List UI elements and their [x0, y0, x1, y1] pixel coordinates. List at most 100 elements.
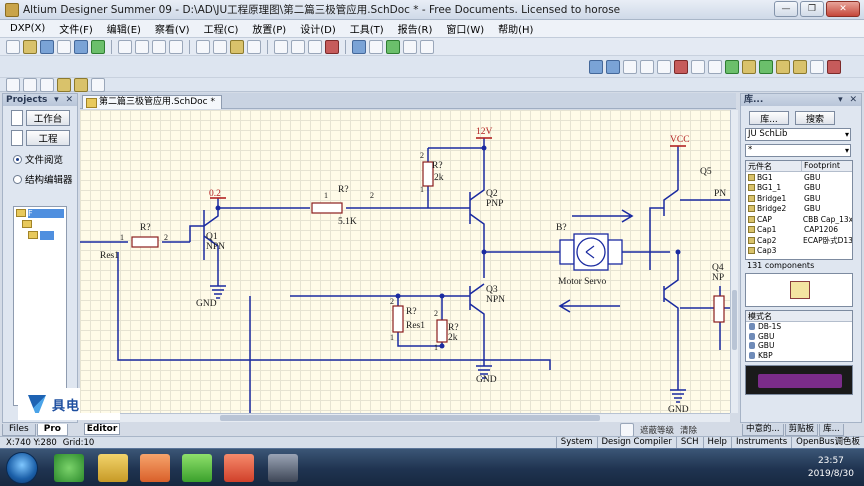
projects-tab[interactable]: Pro	[36, 424, 68, 436]
menu-view[interactable]: 察看(V)	[154, 25, 190, 36]
workspace-button[interactable]: 工作台	[26, 110, 70, 126]
list-item[interactable]: GBU	[746, 341, 852, 351]
favorites-tab[interactable]: 中意的...	[742, 424, 784, 436]
menu-place[interactable]: 放置(P)	[252, 25, 287, 36]
maximize-button[interactable]: ❐	[800, 1, 824, 17]
file-view-option[interactable]: 文件阅览	[13, 152, 77, 166]
no-erc-icon[interactable]	[827, 59, 841, 74]
start-button[interactable]	[6, 452, 38, 484]
digital-devices-icon[interactable]	[57, 77, 71, 92]
zoom-area-icon[interactable]	[135, 39, 149, 54]
cut-icon[interactable]	[196, 39, 210, 54]
port-icon[interactable]	[810, 59, 824, 74]
zoom-selection-icon[interactable]	[152, 39, 166, 54]
editor-tab[interactable]: Editor	[84, 423, 120, 435]
close-button[interactable]: ✕	[826, 1, 860, 17]
list-item[interactable]: KBP	[746, 351, 852, 361]
print-preview-icon[interactable]	[74, 39, 88, 54]
file-view-radio[interactable]	[13, 154, 22, 164]
select-area-icon[interactable]	[274, 39, 288, 54]
grids-icon[interactable]	[91, 77, 105, 92]
zoom-fit-icon[interactable]	[118, 39, 132, 54]
library-select[interactable]: JU SchLib	[745, 128, 851, 141]
project-dropdown[interactable]	[11, 130, 23, 146]
browse-library-icon[interactable]	[420, 39, 434, 54]
col-footprint[interactable]: Footprint	[804, 161, 841, 170]
altium-taskbar-icon[interactable]	[268, 454, 298, 482]
gnd-port-icon[interactable]	[691, 59, 705, 74]
files-tab[interactable]: Files	[2, 424, 36, 436]
list-item[interactable]: DB-1S	[746, 322, 852, 332]
vertical-scroll-thumb[interactable]	[732, 290, 737, 350]
sheet-symbol-icon[interactable]	[725, 59, 739, 74]
bus-entry-icon[interactable]	[640, 59, 654, 74]
sheet-entry-icon[interactable]	[742, 59, 756, 74]
menu-help[interactable]: 帮助(H)	[498, 25, 534, 36]
place-part-icon[interactable]	[708, 59, 722, 74]
mask-brush-icon[interactable]	[620, 423, 634, 437]
move-icon[interactable]	[291, 39, 305, 54]
clear-button[interactable]: 清除	[680, 426, 698, 436]
instruments-button[interactable]: Instruments	[730, 437, 791, 448]
mask-level-button[interactable]: 遮蔽等级	[640, 426, 675, 436]
minimize-button[interactable]: —	[774, 1, 798, 17]
paste-icon[interactable]	[230, 39, 244, 54]
bus-icon[interactable]	[606, 59, 620, 74]
drawing-tools-icon[interactable]	[6, 77, 20, 92]
project-button[interactable]: 工程	[26, 130, 70, 146]
system-button[interactable]: System	[555, 437, 597, 448]
browser-taskbar-icon[interactable]	[54, 454, 84, 482]
vertical-scrollbar[interactable]	[730, 110, 738, 413]
redo-icon[interactable]	[369, 39, 383, 54]
power-sources-icon[interactable]	[40, 77, 54, 92]
cross-probe-icon[interactable]	[403, 39, 417, 54]
signal-harness-icon[interactable]	[623, 59, 637, 74]
hierarchy-icon[interactable]	[386, 39, 400, 54]
net-label-icon[interactable]	[657, 59, 671, 74]
rubber-stamp-icon[interactable]	[247, 39, 261, 54]
camtasia-green-taskbar-icon[interactable]	[182, 454, 212, 482]
undo-icon[interactable]	[352, 39, 366, 54]
new-document-icon[interactable]	[6, 39, 20, 54]
projects-panel-controls[interactable]: ▾ ✕	[54, 95, 75, 105]
menu-tools[interactable]: 工具(T)	[349, 25, 384, 36]
deselect-icon[interactable]	[325, 39, 339, 54]
project-tree[interactable]: F	[13, 206, 67, 406]
document-tab[interactable]: 第二篇三极管应用.SchDoc *	[82, 95, 222, 109]
horizontal-scrollbar[interactable]	[120, 413, 730, 422]
clipboard-tab[interactable]: 剪贴板	[784, 424, 819, 436]
system-clock[interactable]: 23:57 2019/8/30	[808, 455, 854, 481]
camtasia-red-taskbar-icon[interactable]	[224, 454, 254, 482]
col-component-name[interactable]: 元件名	[746, 161, 802, 171]
vcc-port-icon[interactable]	[674, 59, 688, 74]
schematic-canvas[interactable]: 0.2 R? 5.1K 1 2 R? 1 2 Res1 Q1 NPN GND 1…	[80, 110, 730, 413]
list-item[interactable]: GBU	[746, 332, 852, 342]
wire-icon[interactable]	[589, 59, 603, 74]
design-compiler-button[interactable]: Design Compiler	[596, 437, 676, 448]
openbus-palette-button[interactable]: OpenBus调色板	[791, 437, 864, 448]
sch-button[interactable]: SCH	[675, 437, 703, 448]
tree-root-node[interactable]: F	[14, 208, 66, 218]
table-row[interactable]: Cap3	[746, 246, 852, 257]
harness-connector-icon[interactable]	[776, 59, 790, 74]
search-button[interactable]: 搜索	[795, 111, 835, 125]
pdf-reader-taskbar-icon[interactable]	[140, 454, 170, 482]
open-folder-icon[interactable]	[23, 39, 37, 54]
menu-dxp[interactable]: DXP(X)	[10, 23, 46, 34]
struct-editor-radio[interactable]	[13, 174, 22, 184]
menu-reports[interactable]: 报告(R)	[397, 25, 433, 36]
harness-entry-icon[interactable]	[793, 59, 807, 74]
help-button[interactable]: Help	[702, 437, 731, 448]
save-icon[interactable]	[40, 39, 54, 54]
copy-icon[interactable]	[213, 39, 227, 54]
workspace-dropdown[interactable]	[11, 110, 23, 126]
menu-design[interactable]: 设计(D)	[300, 25, 336, 36]
file-explorer-taskbar-icon[interactable]	[98, 454, 128, 482]
simulation-sources-icon[interactable]	[74, 77, 88, 92]
model-list[interactable]: 模式名 DB-1S GBU GBU KBP	[745, 310, 853, 362]
